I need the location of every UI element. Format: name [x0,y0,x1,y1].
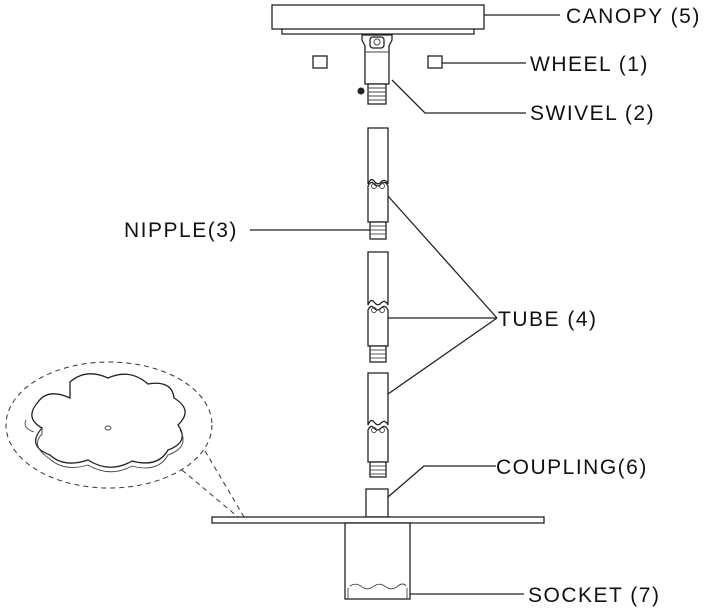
tube-segment [367,181,389,223]
tube-segment [367,127,389,185]
coupling-part [365,488,389,518]
detail-callout [5,361,245,518]
nipple-label: NIPPLE(3) [124,219,238,242]
tube-segment [367,425,389,463]
socket-label: SOCKET (7) [528,584,660,607]
tube-leaders [387,195,498,395]
tube-segment [367,372,389,426]
tube-segment [367,305,389,347]
canopy-label: CANOPY (5) [566,5,701,28]
wheel-label: WHEEL (1) [530,53,649,76]
nipple-part [369,345,387,363]
coupling-label: COUPLING(6) [496,456,648,479]
socket-part [344,522,411,600]
tube-label: TUBE (4) [498,308,598,331]
base-plate [211,516,545,524]
canopy-part [271,4,485,35]
nipple-part [369,221,387,240]
tube-segment [367,251,389,306]
nipple-part [369,461,387,478]
wheel-part [312,55,443,69]
coupling-leader [387,465,496,498]
swivel-part [357,34,393,105]
swivel-leader [391,79,526,114]
swivel-label: SWIVEL (2) [530,102,655,125]
